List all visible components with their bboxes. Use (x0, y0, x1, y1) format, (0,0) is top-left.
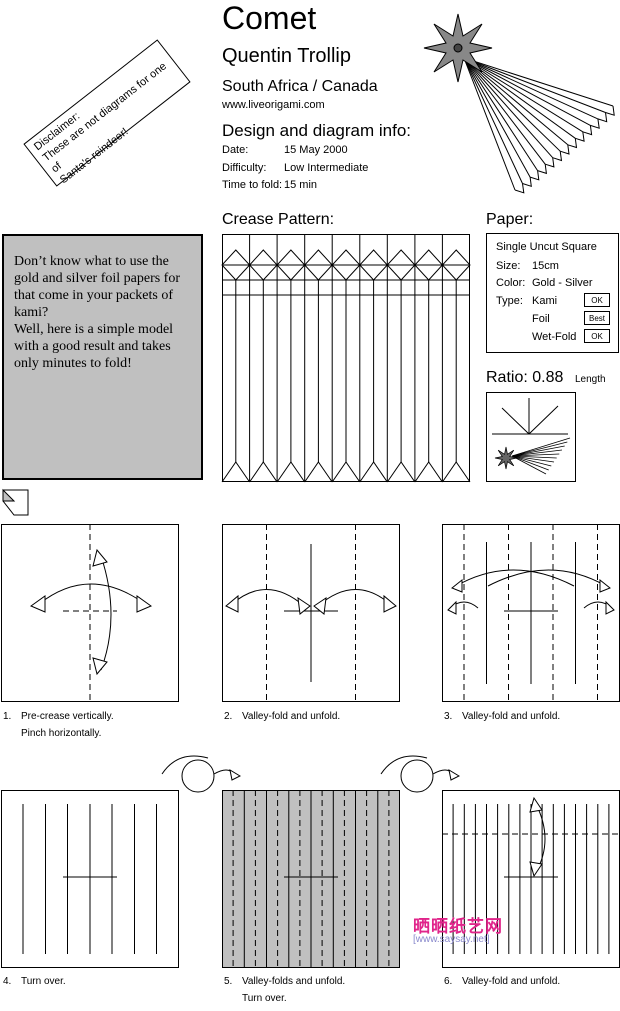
step-5-number: 5. (224, 976, 233, 987)
promo-paragraph-1: Don’t know what to use the gold and silv… (14, 254, 181, 320)
step-2-number: 2. (224, 711, 233, 722)
step-3-diagram (442, 524, 620, 702)
disclaimer-box: Disclaimer: These are not diagrams for o… (23, 39, 191, 187)
info-time-label: Time to fold: (222, 179, 283, 191)
step-1-line1: Pre-crease vertically. (21, 711, 114, 722)
step-3-line1: Valley-fold and unfold. (462, 711, 561, 722)
watermark-url: [www.saysay.net] (413, 934, 490, 945)
info-difficulty-label: Difficulty: (222, 162, 267, 174)
step-3-number: 3. (444, 711, 453, 722)
comet-illustration (423, 13, 615, 194)
step-6-line1: Valley-fold and unfold. (462, 976, 561, 987)
step-5-caption: 5. Valley-folds and unfold. Turn over. (224, 973, 345, 1007)
step-4-diagram (1, 790, 179, 968)
info-time-value: 15 min (284, 179, 318, 191)
step-4-caption: 4. Turn over. (3, 973, 66, 990)
crease-pattern-heading: Crease Pattern: (222, 211, 335, 228)
paper-type-wetfold: Wet-Fold (532, 331, 577, 343)
rating-kami: OK (584, 293, 610, 307)
step-1-number: 1. (3, 711, 12, 722)
disclaimer-line2: These are not diagrams for one of (40, 60, 169, 176)
step-2-caption: 2. Valley-fold and unfold. (224, 708, 340, 725)
promo-paragraph-2: Well, here is a simple model with a good… (14, 322, 174, 371)
step-1-caption: 1. Pre-crease vertically. Pinch horizonta… (3, 708, 114, 742)
step-4-number: 4. (3, 976, 12, 987)
turn-over-icon-2 (380, 755, 461, 793)
step-5-line1: Valley-folds and unfold. (242, 976, 346, 987)
paper-type-kami: Kami (532, 295, 558, 307)
step-1-diagram (1, 524, 179, 702)
paper-size-label: Size: (496, 260, 521, 272)
step-6-number: 6. (444, 976, 453, 987)
folded-corner-icon (2, 488, 29, 516)
turn-over-icon-1 (161, 755, 242, 793)
ratio-unit: Length (575, 374, 606, 385)
paper-type-foil: Foil (532, 313, 550, 325)
crease-pattern-diagram (221, 234, 471, 483)
paper-size-value: 15cm (532, 260, 559, 272)
step-4-line1: Turn over. (21, 976, 66, 987)
step-2-line1: Valley-fold and unfold. (242, 711, 341, 722)
paper-info-box: Single Uncut Square Size: 15cm Color: Go… (486, 233, 619, 353)
info-difficulty-value: Low Intermediate (284, 162, 369, 174)
step-6-caption: 6. Valley-fold and unfold. (444, 973, 560, 990)
info-date-label: Date: (222, 144, 249, 156)
paper-color-label: Color: (496, 277, 526, 289)
rating-wetfold: OK (584, 329, 610, 343)
watermark-logo: 晒晒纸艺网 (413, 917, 503, 936)
step-5-line2: Turn over. (242, 993, 287, 1004)
step-3-caption: 3. Valley-fold and unfold. (444, 708, 560, 725)
paper-type-line: Single Uncut Square (496, 241, 597, 253)
step-2-diagram (222, 524, 400, 702)
ratio-label: Ratio: 0.88 (486, 369, 564, 386)
author-country: South Africa / Canada (222, 78, 378, 95)
website-link[interactable]: www.liveorigami.com (222, 99, 325, 111)
paper-type-label: Type: (496, 295, 523, 307)
step-1-line2: Pinch horizontally. (21, 728, 102, 739)
paper-color-value: Gold - Silver (532, 277, 593, 289)
ratio-diagram (486, 392, 576, 482)
paper-heading: Paper: (486, 211, 534, 228)
step-5-diagram (222, 790, 400, 968)
step-6-diagram (442, 790, 620, 968)
info-date-value: 15 May 2000 (284, 144, 348, 156)
author-name: Quentin Trollip (222, 45, 351, 67)
info-heading: Design and diagram info: (222, 121, 412, 140)
promo-box: Don’t know what to use the gold and silv… (2, 234, 203, 480)
rating-foil: Best (584, 311, 610, 325)
model-title: Comet (222, 0, 317, 36)
